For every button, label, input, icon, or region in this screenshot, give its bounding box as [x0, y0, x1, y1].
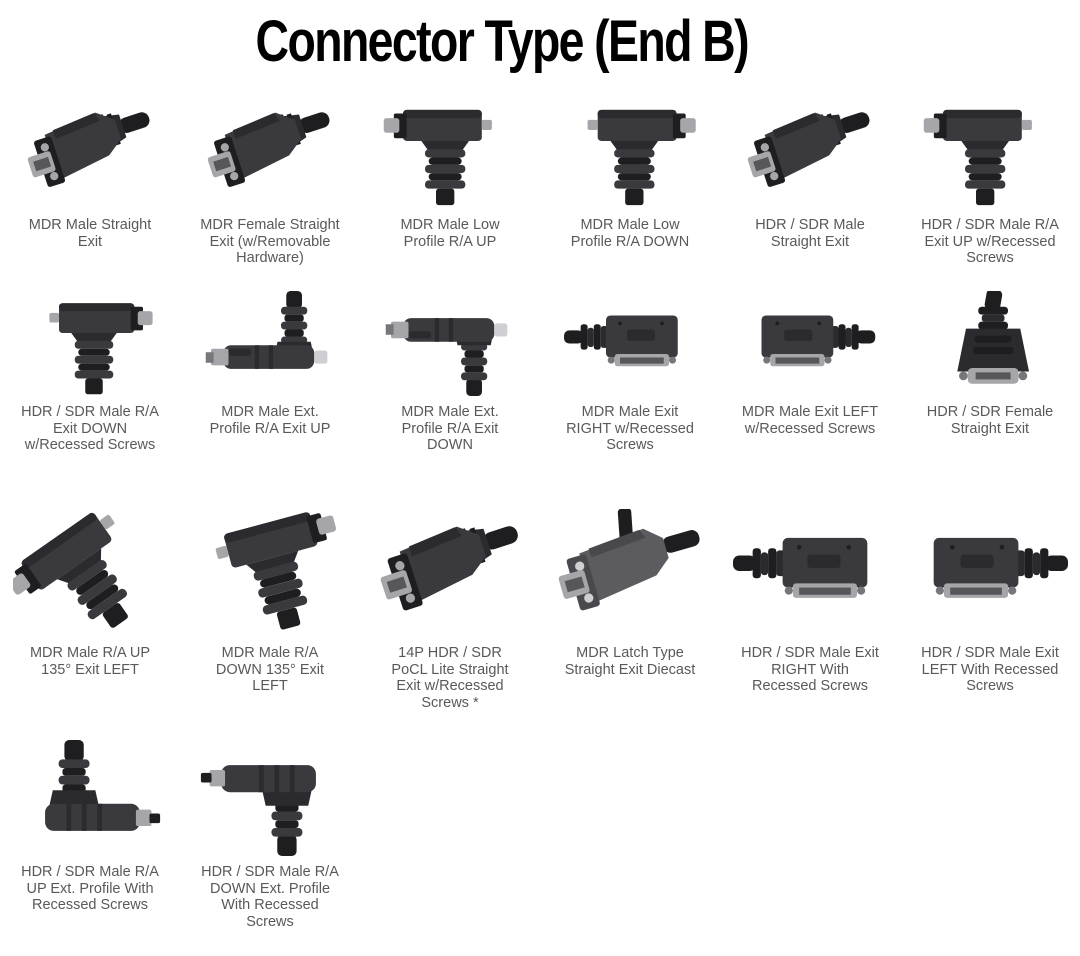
connector-option[interactable]: MDR Latch Type Straight Exit Diecast: [540, 502, 720, 737]
connector-label: HDR / SDR Male R/A Exit UP w/Recessed Sc…: [921, 217, 1059, 266]
connector-option[interactable]: 14P HDR / SDR PoCL Lite Straight Exit w/…: [360, 502, 540, 737]
connector-label: HDR / SDR Female Straight Exit: [926, 404, 1054, 437]
connector-label: MDR Male Ext. Profile R/A Exit DOWN: [401, 404, 499, 453]
connector-label: MDR Male Exit LEFT w/Recessed Screws: [741, 404, 879, 437]
vertical-straight-connector-icon: [957, 290, 1030, 384]
angled-connector-icon: [215, 512, 336, 630]
connector-image: [12, 502, 168, 640]
connector-image: [193, 502, 348, 640]
connector-label: HDR / SDR Male R/A Exit DOWN w/Recessed …: [21, 404, 159, 453]
connector-image: [924, 287, 1055, 399]
connector-label: HDR / SDR Male R/A UP Ext. Profile With …: [21, 864, 159, 913]
connector-image: [921, 92, 1059, 212]
connector-image: [373, 502, 528, 640]
connector-image: [21, 92, 159, 212]
page-title: Connector Type (End B): [255, 9, 750, 74]
connector-image: [561, 92, 699, 212]
connector-option[interactable]: MDR Male R/A DOWN 135° Exit LEFT: [180, 502, 360, 737]
connector-option[interactable]: MDR Female Straight Exit (w/Removable Ha…: [180, 92, 360, 287]
connector-label: MDR Male Straight Exit: [28, 217, 152, 250]
connector-option[interactable]: MDR Male Exit LEFT w/Recessed Screws: [720, 287, 900, 502]
connector-label: HDR / SDR Male R/A DOWN Ext. Profile Wit…: [201, 864, 339, 930]
connector-label: MDR Female Straight Exit (w/Removable Ha…: [200, 217, 340, 266]
connector-option[interactable]: MDR Male Ext. Profile R/A Exit DOWN: [360, 287, 540, 502]
side-exit-connector-icon: [933, 537, 1068, 598]
connector-image: [741, 92, 879, 212]
connector-image: [198, 737, 343, 859]
ext-profile-right-angle-connector-icon: [44, 740, 160, 831]
straight-connector-icon: [28, 112, 150, 187]
connector-label: MDR Male R/A UP 135° Exit LEFT: [29, 645, 151, 678]
connector-option[interactable]: MDR Male Ext. Profile R/A Exit UP: [180, 287, 360, 502]
connector-option[interactable]: HDR / SDR Male Straight Exit: [720, 92, 900, 287]
connector-label: HDR / SDR Male Exit RIGHT With Recessed …: [741, 645, 879, 694]
connector-option[interactable]: HDR / SDR Male Exit RIGHT With Recessed …: [720, 502, 900, 737]
right-angle-connector-icon: [49, 302, 153, 394]
connector-option[interactable]: HDR / SDR Male R/A Exit UP w/Recessed Sc…: [900, 92, 1080, 287]
side-exit-connector-icon: [732, 537, 867, 598]
right-angle-connector-icon: [384, 109, 493, 206]
connector-option[interactable]: MDR Male R/A UP 135° Exit LEFT: [0, 502, 180, 737]
connector-image: [553, 502, 708, 640]
connector-image: [732, 502, 888, 640]
connector-image: [913, 502, 1068, 640]
connector-image: [204, 287, 335, 399]
connector-option[interactable]: MDR Male Low Profile R/A UP: [360, 92, 540, 287]
connector-option[interactable]: HDR / SDR Male R/A Exit DOWN w/Recessed …: [0, 287, 180, 502]
connector-option[interactable]: HDR / SDR Male Exit LEFT With Recessed S…: [900, 502, 1080, 737]
connector-label: MDR Male Ext. Profile R/A Exit UP: [209, 404, 331, 437]
connector-option[interactable]: HDR / SDR Male R/A UP Ext. Profile With …: [0, 737, 180, 953]
connector-option[interactable]: HDR / SDR Female Straight Exit: [900, 287, 1080, 502]
latch-diecast-connector-icon: [558, 509, 700, 611]
connector-image: [744, 287, 876, 399]
side-exit-connector-icon: [564, 315, 679, 366]
angled-connector-icon: [12, 512, 128, 628]
connector-grid: MDR Male Straight Exit MDR Female Straigh…: [0, 92, 1080, 953]
ext-profile-connector-icon: [206, 290, 328, 369]
connector-option[interactable]: MDR Male Low Profile R/A DOWN: [540, 92, 720, 287]
connector-label: HDR / SDR Male Straight Exit: [755, 217, 865, 250]
connector-label: HDR / SDR Male Exit LEFT With Recessed S…: [921, 645, 1059, 694]
page-header: Connector Type (End B): [0, 0, 1080, 92]
ext-profile-right-angle-connector-icon: [200, 765, 316, 856]
right-angle-connector-icon: [587, 109, 696, 206]
straight-connector-icon: [208, 112, 330, 187]
connector-image: [24, 287, 155, 399]
connector-option[interactable]: HDR / SDR Male R/A DOWN Ext. Profile Wit…: [180, 737, 360, 953]
connector-label: 14P HDR / SDR PoCL Lite Straight Exit w/…: [391, 645, 509, 711]
connector-label: MDR Male Low Profile R/A UP: [400, 217, 500, 250]
side-exit-connector-icon: [761, 315, 876, 366]
connector-image: [384, 287, 515, 399]
connector-label: MDR Latch Type Straight Exit Diecast: [564, 645, 696, 678]
connector-label: MDR Male Low Profile R/A DOWN: [570, 217, 690, 250]
right-angle-connector-icon: [924, 109, 1033, 206]
connector-image: [201, 92, 339, 212]
straight-connector-icon: [380, 526, 518, 611]
straight-connector-icon: [748, 112, 870, 187]
connector-option[interactable]: MDR Male Exit RIGHT w/Recessed Screws: [540, 287, 720, 502]
ext-profile-connector-icon: [386, 317, 508, 396]
connector-label: MDR Male R/A DOWN 135° Exit LEFT: [215, 645, 325, 694]
connector-image: [564, 287, 695, 399]
connector-image: [381, 92, 519, 212]
connector-label: MDR Male Exit RIGHT w/Recessed Screws: [566, 404, 694, 453]
connector-image: [18, 737, 163, 859]
connector-option[interactable]: MDR Male Straight Exit: [0, 92, 180, 287]
